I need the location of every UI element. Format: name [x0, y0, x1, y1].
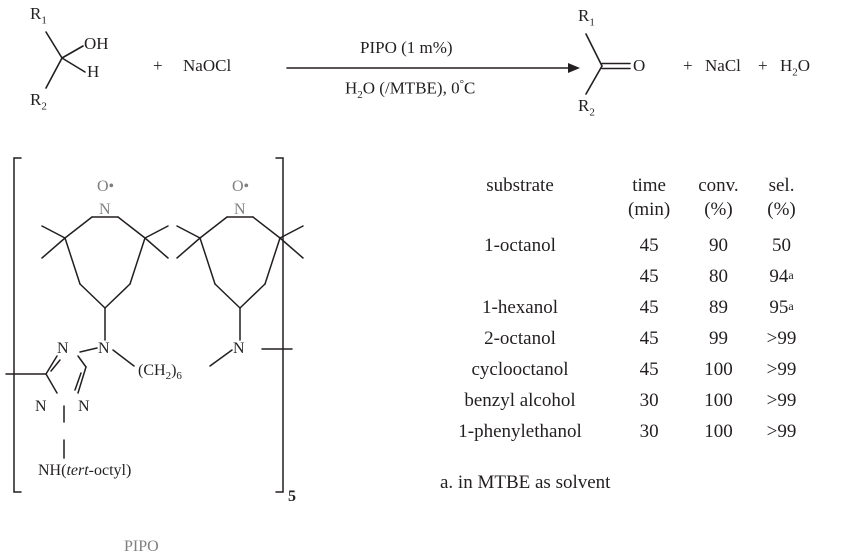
reactant-bond-r1 — [45, 31, 63, 59]
product-r1-label: R1 — [578, 6, 595, 29]
header-substrate-unit — [440, 200, 614, 230]
byproduct-nacl: NaCl — [705, 56, 741, 75]
cell-sel: >99 — [766, 359, 797, 380]
bracket-right — [275, 157, 284, 493]
table-row: benzyl alcohol 30 100 >99 — [440, 385, 810, 416]
cell-conv: 90 — [708, 235, 728, 256]
cell-substrate: 2-octanol — [484, 328, 556, 349]
plus-sign-1: + — [153, 56, 163, 75]
plus-sign-3: + — [758, 56, 768, 75]
cell-substrate — [440, 261, 614, 292]
cell-conv: 89 — [708, 297, 728, 318]
header-time-unit: (min) — [628, 199, 671, 220]
cell-substrate: 1-octanol — [484, 235, 556, 256]
amine-n-2: N — [233, 340, 245, 357]
reaction-arrow-head — [568, 63, 580, 73]
cell-time: 30 — [639, 390, 659, 411]
cell-time: 45 — [639, 328, 659, 349]
cell-conv: 80 — [708, 266, 728, 287]
header-sel-unit: (%) — [767, 199, 796, 220]
reactant-bond-r2 — [45, 57, 63, 89]
header-substrate: substrate — [486, 175, 554, 196]
triazine-n-right: N — [78, 398, 90, 415]
nitroxide-label-1: O• — [97, 178, 115, 195]
reactant-oh-label: OH — [84, 34, 109, 53]
table-row: 1-phenylethanol 30 100 >99 — [440, 416, 810, 447]
header-conv: conv. — [698, 175, 739, 196]
header-conv-unit: (%) — [704, 199, 733, 220]
table-row: 2-octanol 45 99 >99 — [440, 323, 810, 354]
cell-time: 45 — [639, 266, 659, 287]
cell-conv: 100 — [704, 390, 733, 411]
header-sel: sel. — [768, 175, 795, 196]
plus-sign-2: + — [683, 56, 693, 75]
nitroxide-label-2: O• — [232, 178, 250, 195]
cell-substrate: 1-phenylethanol — [458, 421, 582, 442]
cell-conv: 99 — [708, 328, 728, 349]
table-header-row: substrate time conv. sel. — [440, 176, 810, 200]
product-bond-r1 — [585, 33, 603, 67]
reactant-h-label: H — [87, 62, 100, 81]
table-header-units-row: (min) (%) (%) — [440, 200, 810, 230]
piperidine-n-2: N — [234, 201, 246, 218]
cell-conv: 100 — [704, 421, 733, 442]
triazine-n-top: N — [57, 340, 69, 357]
product-o-label: O — [633, 56, 646, 75]
cell-time: 45 — [639, 359, 659, 380]
cell-sel: >99 — [766, 421, 797, 442]
reactant-r2-label: R2 — [30, 90, 47, 113]
cell-time: 45 — [639, 297, 659, 318]
footnote-marker: a — [788, 299, 794, 313]
tert-octyl-substituent: NH(tert-octyl) — [38, 462, 132, 479]
reactant-bond-oh — [61, 45, 84, 59]
table-footnote: a. in MTBE as solvent — [440, 472, 611, 493]
bracket-left — [13, 157, 22, 493]
triazine-n-left: N — [35, 398, 47, 415]
table-row: cyclooctanol 45 100 >99 — [440, 354, 810, 385]
product-bond-r2 — [585, 65, 603, 95]
cell-sel: >99 — [766, 328, 797, 349]
piperidine-n-1: N — [99, 201, 111, 218]
cell-substrate: 1-hexanol — [482, 297, 558, 318]
table-row: 1-hexanol 45 89 95a — [440, 292, 810, 323]
linker-label: (CH2)6 — [138, 362, 182, 383]
polymer-name: PIPO — [124, 538, 159, 555]
cell-substrate: benzyl alcohol — [464, 390, 576, 411]
cell-time: 45 — [639, 235, 659, 256]
amine-n-1: N — [98, 340, 110, 357]
reactant-r1-label: R1 — [30, 4, 47, 27]
arrow-bottom-condition: H2O (/MTBE), 0°C — [345, 78, 476, 102]
results-table: substrate time conv. sel. (min) (%) (%) … — [440, 176, 810, 447]
reactant-bond-h — [61, 57, 86, 73]
byproduct-water: H2O — [780, 56, 811, 79]
header-time: time — [632, 175, 666, 196]
cell-sel: 50 — [772, 235, 792, 256]
cell-substrate: cyclooctanol — [471, 359, 569, 380]
product-r2-label: R2 — [578, 96, 595, 119]
oxidant-label: NaOCl — [183, 56, 232, 75]
footnote-marker: a — [788, 268, 794, 282]
cell-sel: 95a — [769, 297, 794, 318]
cell-time: 30 — [639, 421, 659, 442]
repeat-count: 5 — [288, 488, 296, 505]
cell-conv: 100 — [704, 359, 733, 380]
arrow-top-condition: PIPO (1 m%) — [360, 38, 453, 57]
table-row: 45 80 94a — [440, 261, 810, 292]
cell-sel: 94a — [769, 266, 794, 287]
table-row: 1-octanol 45 90 50 — [440, 230, 810, 261]
cell-sel: >99 — [766, 390, 797, 411]
